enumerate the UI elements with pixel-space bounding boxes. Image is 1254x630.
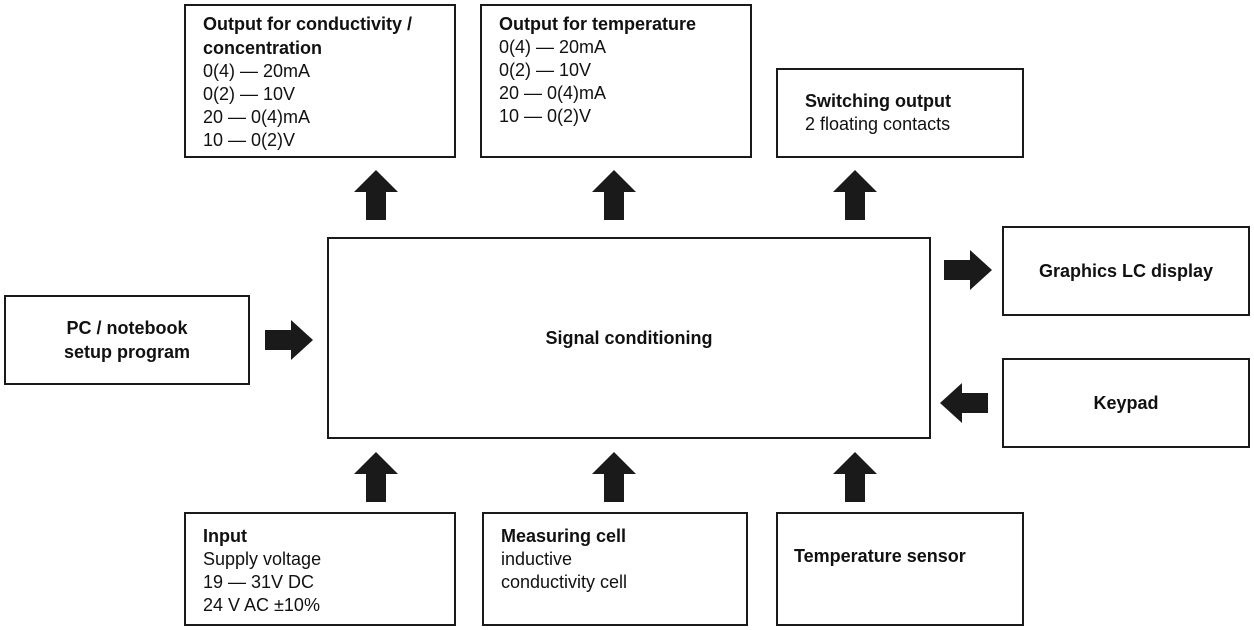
arrow-up-icon	[592, 452, 636, 502]
switching-output-line: 2 floating contacts	[805, 114, 951, 134]
pc-notebook-box: PC / notebook setup program	[4, 295, 250, 385]
graphics-lc-display-title: Graphics LC display	[1038, 261, 1214, 281]
output-conductivity-title-1: Output for conductivity /	[203, 14, 412, 34]
output-conductivity-title-2: concentration	[203, 38, 323, 58]
measuring-cell-line: conductivity cell	[501, 572, 628, 592]
keypad-box: Keypad	[1002, 358, 1250, 448]
output-temperature-title: Output for temperature	[499, 14, 697, 34]
keypad-title: Keypad	[1093, 393, 1159, 413]
input-title: Input	[203, 526, 247, 546]
arrow-left-icon	[940, 383, 988, 423]
output-conductivity-line: 20 — 0(4)mA	[203, 107, 311, 127]
graphics-lc-display-box: Graphics LC display	[1002, 226, 1250, 316]
input-line: Supply voltage	[203, 549, 322, 569]
input-line: 19 — 31V DC	[203, 572, 315, 592]
output-temperature-line: 20 — 0(4)mA	[499, 83, 607, 103]
arrow-up-icon	[833, 452, 877, 502]
arrow-up-icon	[833, 170, 877, 220]
output-conductivity-box: Output for conductivity / concentration …	[184, 4, 456, 158]
arrow-up-icon	[354, 170, 398, 220]
measuring-cell-line: inductive	[501, 549, 573, 569]
measuring-cell-title: Measuring cell	[501, 526, 627, 546]
output-temperature-line: 0(4) — 20mA	[499, 37, 607, 57]
signal-conditioning-box: Signal conditioning	[327, 237, 931, 439]
signal-conditioning-title: Signal conditioning	[545, 328, 713, 348]
temperature-sensor-title: Temperature sensor	[794, 546, 966, 566]
output-conductivity-line: 0(4) — 20mA	[203, 61, 311, 81]
arrow-up-icon	[354, 452, 398, 502]
switching-output-box: Switching output 2 floating contacts	[776, 68, 1024, 158]
switching-output-title: Switching output	[805, 91, 951, 111]
arrow-right-icon	[944, 250, 992, 290]
output-temperature-box: Output for temperature 0(4) — 20mA 0(2) …	[480, 4, 752, 158]
arrow-up-icon	[592, 170, 636, 220]
input-box: Input Supply voltage 19 — 31V DC 24 V AC…	[184, 512, 456, 626]
input-line: 24 V AC ±10%	[203, 595, 320, 615]
arrow-right-icon	[265, 320, 313, 360]
pc-notebook-title-2: setup program	[63, 342, 191, 362]
output-conductivity-line: 10 — 0(2)V	[203, 130, 296, 150]
measuring-cell-box: Measuring cell inductive conductivity ce…	[482, 512, 748, 626]
output-temperature-line: 10 — 0(2)V	[499, 106, 592, 126]
output-conductivity-line: 0(2) — 10V	[203, 84, 296, 104]
temperature-sensor-box: Temperature sensor	[776, 512, 1024, 626]
output-temperature-line: 0(2) — 10V	[499, 60, 592, 80]
pc-notebook-title-1: PC / notebook	[66, 318, 188, 338]
